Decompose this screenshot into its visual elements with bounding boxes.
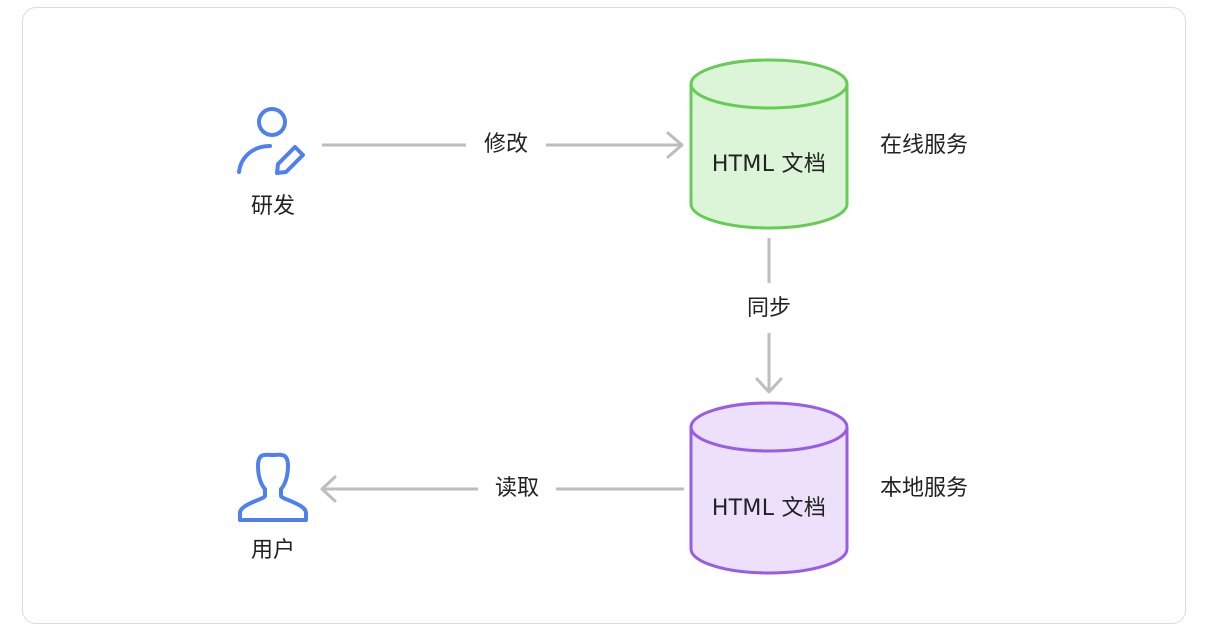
local-doc-cylinder-body [689,427,849,575]
local-doc-cylinder [689,401,849,575]
online-doc-label: HTML 文档 [711,152,827,177]
pencil-icon [275,145,305,175]
user-edit-icon-head [257,107,287,137]
local-doc-label: HTML 文档 [711,496,827,521]
user-edit-icon-shoulder [237,144,272,174]
online-doc-cylinder-top [689,58,849,110]
user-edit-icon [237,107,305,175]
edge-read-arrowhead [320,475,337,503]
online-service-label: 在线服务 [880,133,969,158]
edge-sync-arrowhead [755,377,783,394]
edge-read-label: 读取 [494,476,540,501]
online-doc-cylinder-body [689,84,849,230]
user-icon-silhouette [238,452,308,522]
developer-label: 研发 [250,194,296,219]
local-service-label: 本地服务 [880,476,969,501]
edge-sync [755,238,783,394]
online-doc-cylinder [689,58,849,230]
user-icon [238,452,308,522]
edge-sync-label: 同步 [746,296,792,321]
edge-modify-arrowhead [666,131,684,159]
edge-read [320,475,684,503]
edge-modify [322,131,684,159]
edge-modify-label: 修改 [483,132,529,157]
local-doc-cylinder-top [689,401,849,453]
diagram-frame [22,7,1186,624]
user-label: 用户 [250,538,296,563]
